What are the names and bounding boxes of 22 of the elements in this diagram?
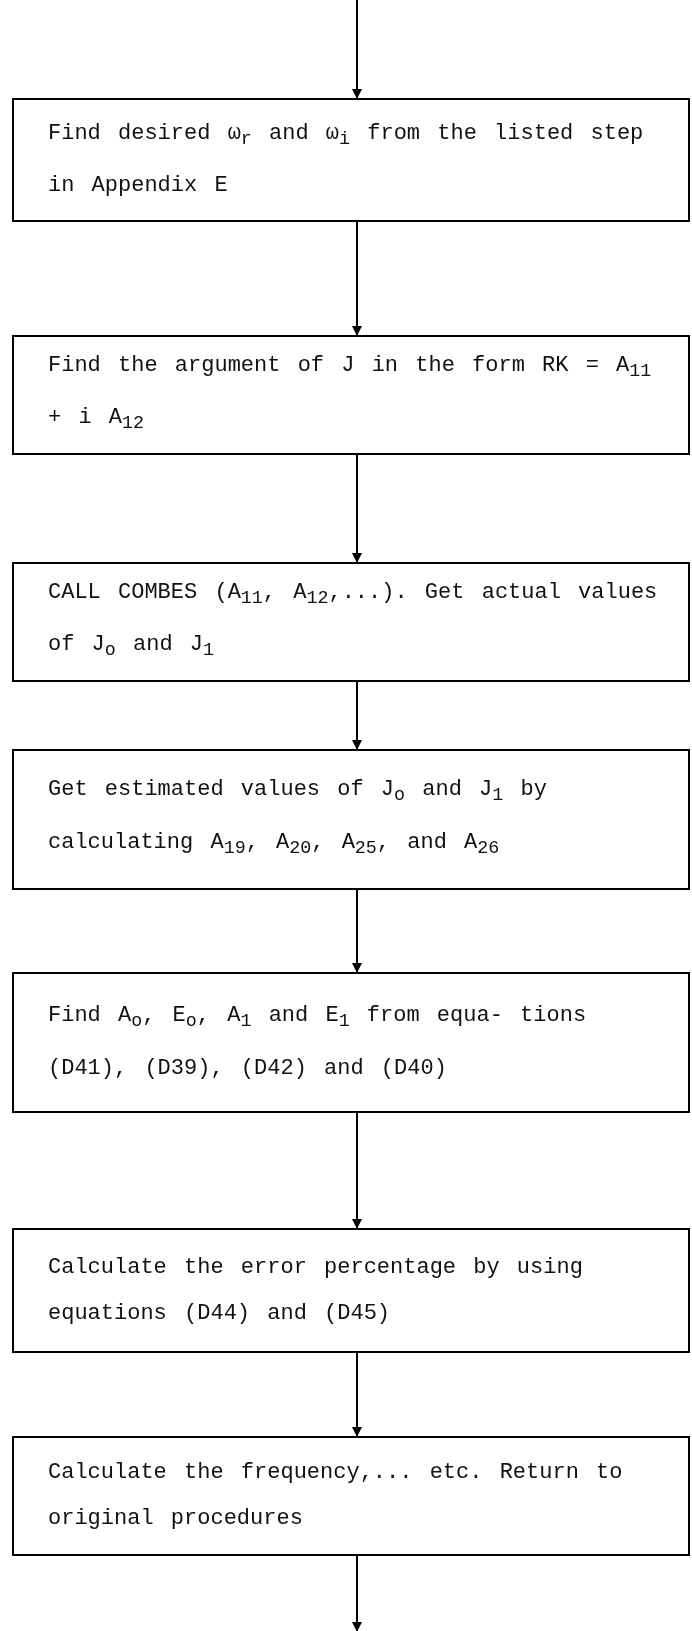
process-box xyxy=(12,562,690,682)
step-text: Calculate the error percentage by using equations (D44) and (D45) xyxy=(47,1253,584,1328)
arrow xyxy=(352,1352,362,1437)
arrow xyxy=(352,454,362,563)
arrow xyxy=(352,221,362,336)
step-text: Find desired ω$_{r}$ and ω$_{i}$ from the listed step in Appendix E xyxy=(47,119,645,201)
process-box xyxy=(12,335,690,455)
arrow xyxy=(352,889,362,973)
step-text: Get estimated values of J$_{o}$ and J$_{1}$ by calculating A$_{19}$, A$_{20}$, A$_{25}$, and A$_{26}$ xyxy=(47,776,548,861)
process-box xyxy=(12,749,690,890)
arrow xyxy=(352,0,362,99)
step-text: Find the argument of J in the form RK = A$_{11}$ + i A$_{12}$ xyxy=(47,351,653,437)
arrow xyxy=(352,1555,362,1631)
process-box xyxy=(12,1228,690,1353)
step-text: Calculate the frequency,... etc. Return to original procedures xyxy=(47,1459,624,1533)
arrow xyxy=(352,681,362,750)
arrow xyxy=(352,1112,362,1229)
process-box xyxy=(12,98,690,222)
process-box xyxy=(12,972,690,1113)
step-text: CALL COMBES (A$_{11}$, A$_{12}$,...). Get actual values of J$_{o}$ and J$_{1}$ xyxy=(47,578,659,664)
step-text: Find A$_{o}$, E$_{o}$, A$_{1}$ and E$_{1}$ from equa- tions (D41), (D39), (D42) and (D40) xyxy=(47,1002,588,1083)
process-box xyxy=(12,1436,690,1556)
